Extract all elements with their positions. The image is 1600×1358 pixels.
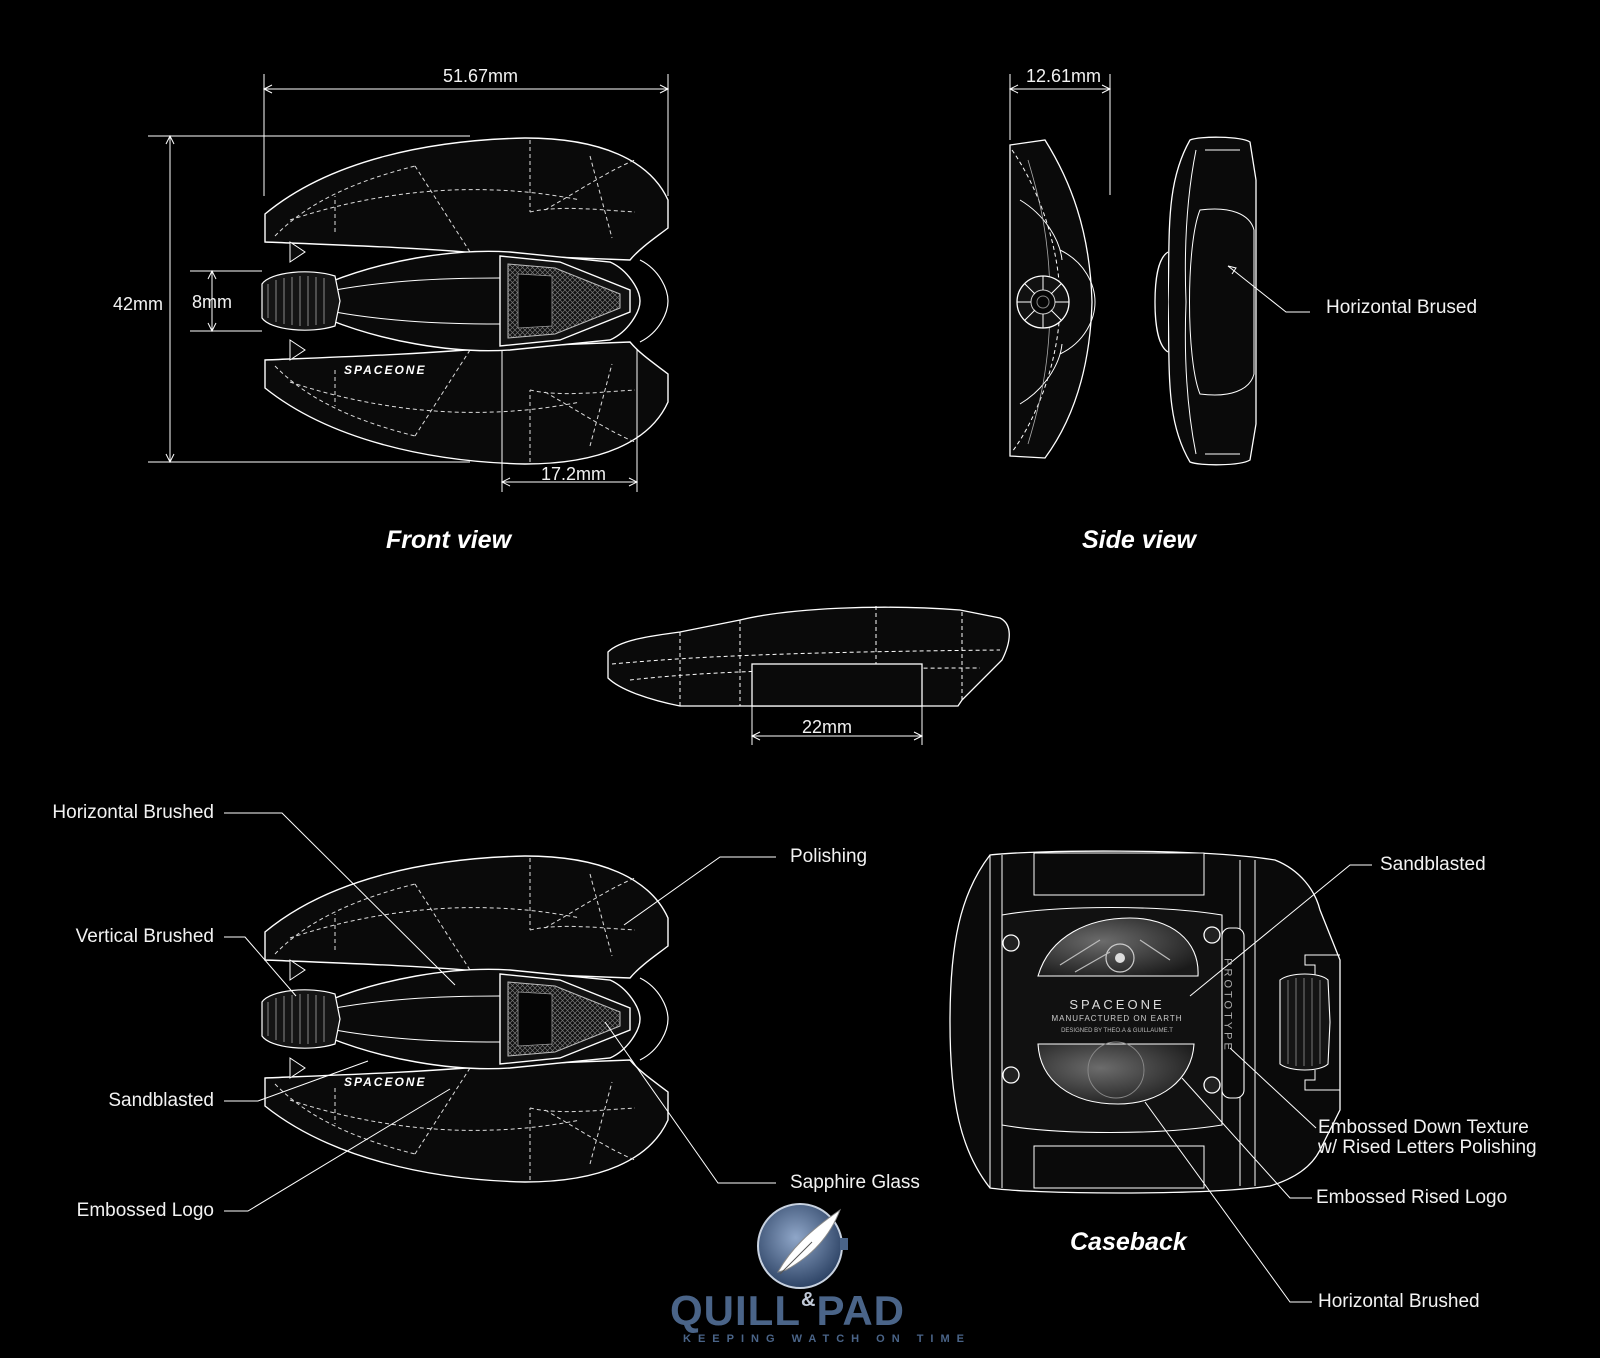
- quill-pad-logo: [757, 1203, 848, 1289]
- callout-horizontal-brushed: Horizontal Brushed: [52, 802, 214, 823]
- callout-vertical-brushed: Vertical Brushed: [75, 926, 214, 947]
- watermark-name-left: QUILL: [670, 1287, 801, 1334]
- front-view-drawing: [148, 74, 670, 492]
- front-brand-mark: SPACEONE: [344, 363, 427, 377]
- caseback-drawing: [949, 850, 1372, 1303]
- watermark-name-right: PAD: [816, 1287, 905, 1334]
- profile-view-drawing: [607, 606, 1010, 745]
- dimension-height: 42mm: [113, 294, 164, 314]
- watermark-amp: &: [800, 1289, 817, 1311]
- callout-polishing: Polishing: [790, 846, 868, 867]
- annotated-front-drawing: [224, 812, 776, 1212]
- caseback-callout-rised-logo: Embossed Rised Logo: [1316, 1187, 1508, 1208]
- caseback-callout-horizontal-brushed: Horizontal Brushed: [1318, 1291, 1480, 1312]
- dimension-crown: 8mm: [192, 292, 232, 312]
- caseback-engraving-title: SPACEONE: [1069, 997, 1165, 1012]
- callout-embossed-logo: Embossed Logo: [76, 1200, 214, 1221]
- watermark-tagline: KEEPING WATCH ON TIME: [683, 1333, 971, 1345]
- caseback-callout-sandblasted: Sandblasted: [1380, 854, 1486, 875]
- caseback-engraving-designers: DESIGNED BY THEO.A & GUILLAUME.T: [1061, 1028, 1173, 1034]
- side-view-drawing: [1008, 74, 1310, 466]
- watermark-name: QUILL&PAD: [670, 1290, 905, 1332]
- caseback-prototype-badge: PROTOTYPE: [1221, 958, 1234, 1053]
- caseback-callout-rised-letters: w/ Rised Letters Polishing: [1318, 1137, 1537, 1158]
- dimension-width: 51.67mm: [443, 66, 519, 86]
- dimension-lug: 22mm: [802, 717, 853, 737]
- caseback-title: Caseback: [1070, 1228, 1187, 1256]
- caseback-callout-down-texture: Embossed Down Texture: [1318, 1117, 1529, 1138]
- side-callout-horizontal-brushed: Horizontal Brused: [1326, 297, 1478, 318]
- dimension-side-thickness: 12.61mm: [1026, 66, 1102, 86]
- side-view-title: Side view: [1082, 526, 1196, 554]
- callout-sandblasted: Sandblasted: [108, 1090, 214, 1111]
- dimension-glass: 17.2mm: [541, 464, 607, 484]
- caseback-engraving-subtitle: MANUFACTURED ON EARTH: [1051, 1014, 1183, 1023]
- callout-sapphire-glass: Sapphire Glass: [790, 1172, 920, 1193]
- lower-front-brand-mark: SPACEONE: [344, 1075, 427, 1089]
- front-view-title: Front view: [386, 526, 512, 554]
